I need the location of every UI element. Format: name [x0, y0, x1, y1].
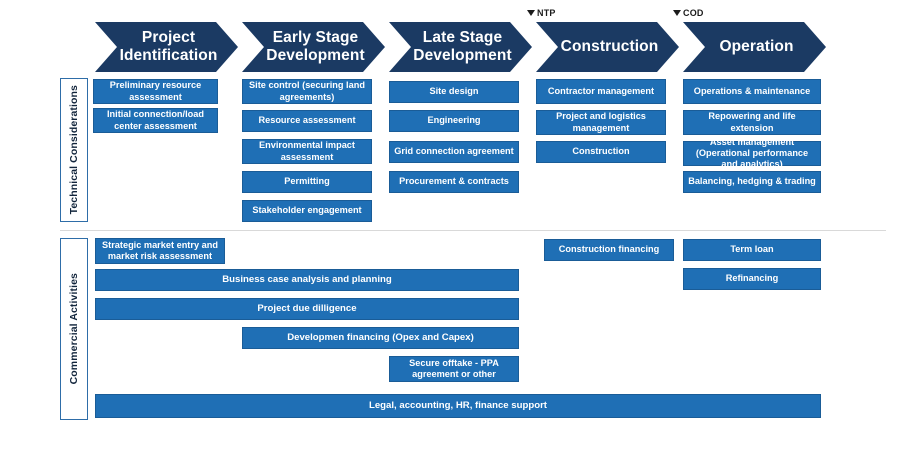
phase-arrow-construction[interactable]: Construction — [536, 22, 679, 72]
task-bar-label: Environmental impact assessment — [259, 140, 355, 162]
section-label-text: Commercial Activities — [68, 273, 80, 385]
task-bar-label: Construction financing — [558, 244, 660, 255]
task-bar[interactable]: Term loan — [683, 239, 821, 261]
down-triangle-marker — [527, 10, 535, 16]
phase-arrow-label: Late Stage Development — [413, 28, 512, 64]
task-bar[interactable]: Strategic market entry and market risk a… — [95, 238, 225, 264]
task-bar-label: Refinancing — [725, 273, 779, 284]
phase-arrow-project-identification[interactable]: Project Identification — [95, 22, 238, 72]
task-bar-label: Secure offtake - PPA agreement or other — [409, 357, 499, 379]
task-bar[interactable]: Business case analysis and planning — [95, 269, 519, 291]
task-bar-label: Project due dilligence — [257, 303, 357, 315]
task-bar[interactable]: Grid connection agreement — [389, 141, 519, 163]
task-bar-label: Permitting — [284, 176, 330, 187]
section-divider-line — [60, 230, 886, 231]
phase-arrow-label: Project Identification — [119, 28, 218, 64]
milestone-label: NTP — [537, 8, 556, 18]
task-bar-label: Grid connection agreement — [394, 146, 514, 157]
task-bar[interactable]: Preliminary resource assessment — [93, 79, 218, 104]
task-bar-label: Engineering — [427, 115, 481, 126]
task-bar-label: Site control (securing land agreements) — [249, 80, 365, 102]
task-bar[interactable]: Project and logistics management — [536, 110, 666, 135]
task-bar[interactable]: Legal, accounting, HR, finance support — [95, 394, 821, 418]
task-bar[interactable]: Permitting — [242, 171, 372, 193]
section-label-technical: Technical Considerations — [60, 78, 88, 222]
task-bar[interactable]: Procurement & contracts — [389, 171, 519, 193]
task-bar-label: Initial connection/load center assessmen… — [107, 109, 204, 131]
section-label-text: Technical Considerations — [68, 85, 80, 215]
task-bar[interactable]: Operations & maintenance — [683, 79, 821, 104]
phase-arrow-label: Early Stage Development — [266, 28, 365, 64]
task-bar-label: Procurement & contracts — [399, 176, 509, 187]
task-bar-label: Construction — [572, 146, 630, 157]
task-bar[interactable]: Construction — [536, 141, 666, 163]
milestone-cod: COD — [673, 8, 704, 18]
milestone-ntp: NTP — [527, 8, 556, 18]
task-bar-label: Developmen financing (Opex and Capex) — [287, 332, 474, 344]
phase-arrow-early-stage-development[interactable]: Early Stage Development — [242, 22, 385, 72]
task-bar-label: Site design — [429, 86, 479, 97]
phase-arrow-operation[interactable]: Operation — [683, 22, 826, 72]
phase-arrow-label: Operation — [719, 37, 794, 55]
down-triangle-marker — [673, 10, 681, 16]
task-bar-label: Repowering and life extension — [708, 111, 796, 133]
task-bar[interactable]: Repowering and life extension — [683, 110, 821, 135]
task-bar[interactable]: Resource assessment — [242, 110, 372, 132]
task-bar-label: Term loan — [730, 244, 774, 255]
task-bar-label: Asset management (Operational performanc… — [695, 136, 809, 170]
task-bar-label: Project and logistics management — [556, 111, 646, 133]
task-bar[interactable]: Site control (securing land agreements) — [242, 79, 372, 104]
task-bar-label: Contractor management — [547, 85, 655, 96]
phase-arrow-label: Construction — [560, 37, 659, 55]
task-bar[interactable]: Environmental impact assessment — [242, 139, 372, 164]
task-bar-label: Resource assessment — [258, 115, 356, 126]
phase-arrow-late-stage-development[interactable]: Late Stage Development — [389, 22, 532, 72]
task-bar-label: Operations & maintenance — [693, 85, 811, 96]
task-bar-label: Stakeholder engagement — [252, 205, 362, 216]
task-bar[interactable]: Balancing, hedging & trading — [683, 171, 821, 193]
task-bar-label: Business case analysis and planning — [222, 274, 392, 286]
task-bar[interactable]: Contractor management — [536, 79, 666, 104]
milestone-label: COD — [683, 8, 704, 18]
task-bar-label: Strategic market entry and market risk a… — [102, 239, 218, 261]
task-bar[interactable]: Refinancing — [683, 268, 821, 290]
task-bar[interactable]: Initial connection/load center assessmen… — [93, 108, 218, 133]
section-label-commercial: Commercial Activities — [60, 238, 88, 420]
task-bar[interactable]: Project due dilligence — [95, 298, 519, 320]
task-bar-label: Legal, accounting, HR, finance support — [368, 400, 548, 412]
task-bar[interactable]: Secure offtake - PPA agreement or other — [389, 356, 519, 382]
task-bar-label: Preliminary resource assessment — [109, 80, 202, 102]
task-bar[interactable]: Developmen financing (Opex and Capex) — [242, 327, 519, 349]
task-bar-label: Balancing, hedging & trading — [688, 176, 816, 187]
task-bar[interactable]: Stakeholder engagement — [242, 200, 372, 222]
task-bar[interactable]: Site design — [389, 81, 519, 103]
task-bar[interactable]: Construction financing — [544, 239, 674, 261]
task-bar[interactable]: Asset management (Operational performanc… — [683, 137, 821, 169]
task-bar[interactable]: Engineering — [389, 110, 519, 132]
